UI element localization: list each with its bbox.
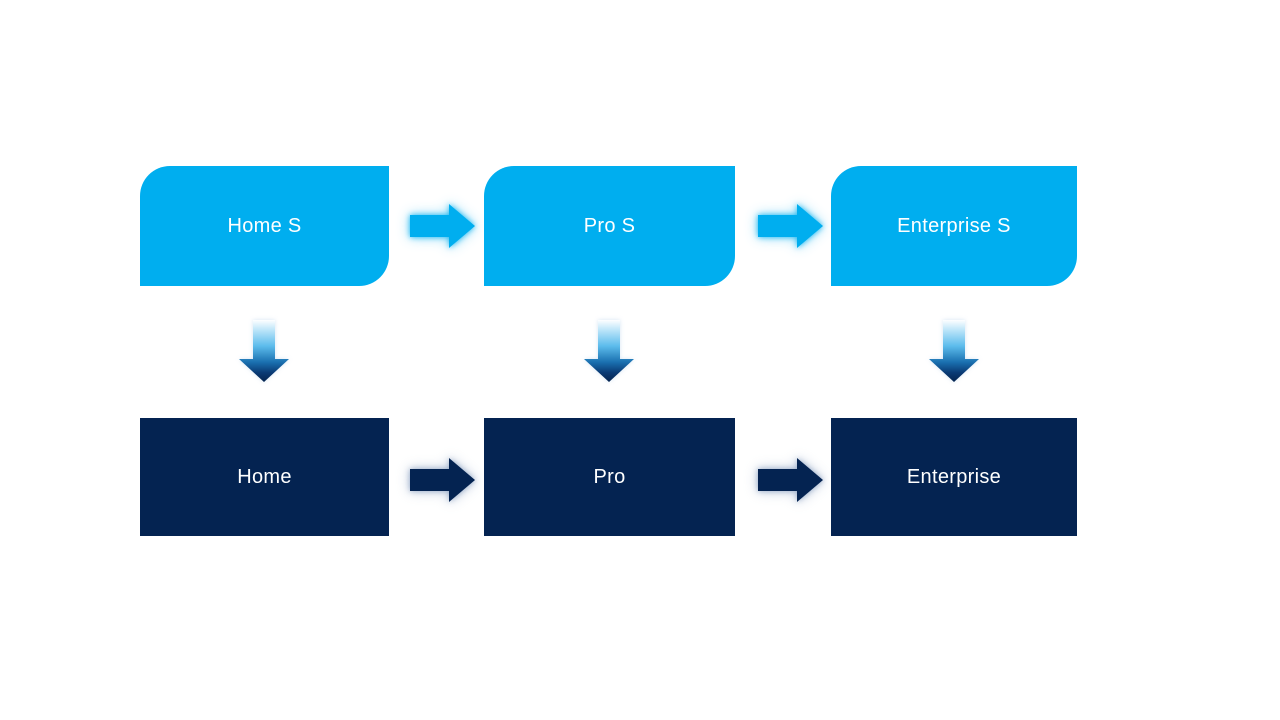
down-arrow-icon [929,320,979,382]
down-arrow-shape [584,320,634,382]
right-arrow-shape [410,458,475,502]
box-pro-s-label: Pro S [583,214,636,237]
box-enterprise-label: Enterprise [906,465,1002,488]
box-pro-label: Pro [593,465,626,488]
box-enterprise-s: Enterprise S [831,166,1077,286]
right-arrow-shape [410,204,475,248]
right-arrow-icon [410,458,475,502]
down-arrow-icon [584,320,634,382]
right-arrow-icon [410,204,475,248]
box-pro-s: Pro S [484,166,735,286]
box-home-label: Home [237,465,292,488]
box-home-s-label: Home S [227,214,302,237]
box-pro: Pro [484,418,735,536]
box-enterprise-s-label: Enterprise S [897,214,1011,237]
box-home: Home [140,418,389,536]
right-arrow-shape [758,458,823,502]
right-arrow-icon [758,204,823,248]
down-arrow-shape [239,320,289,382]
box-home-s: Home S [140,166,389,286]
box-enterprise: Enterprise [831,418,1077,536]
right-arrow-icon [758,458,823,502]
right-arrow-shape [758,204,823,248]
down-arrow-shape [929,320,979,382]
down-arrow-icon [239,320,289,382]
